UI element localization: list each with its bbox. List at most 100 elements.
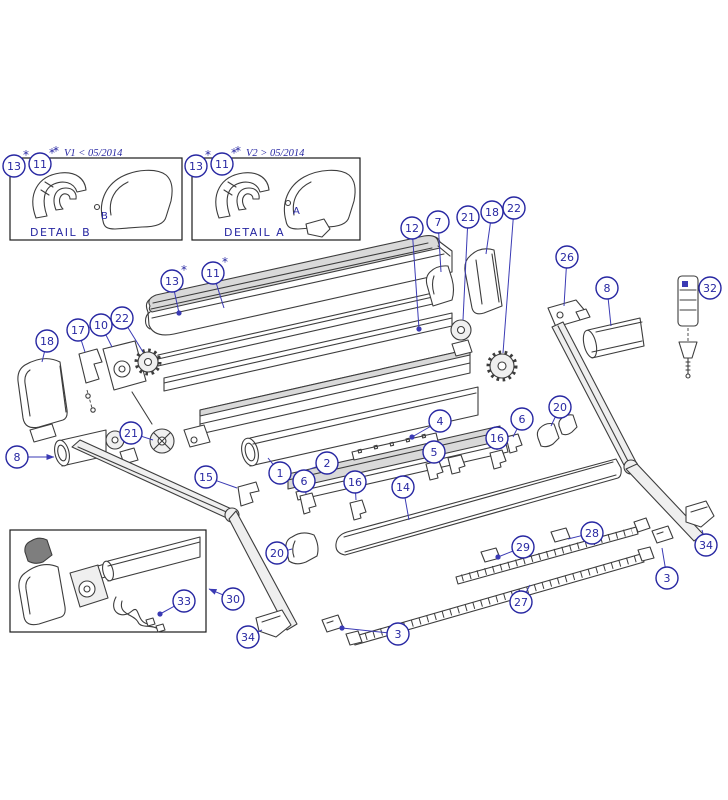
svg-text:5: 5 <box>431 446 438 459</box>
callout-2: 2 <box>309 451 339 475</box>
svg-text:*: * <box>231 146 237 160</box>
clip-6-right <box>505 433 523 454</box>
callout-14: 14 <box>391 475 415 521</box>
svg-text:34: 34 <box>699 539 713 552</box>
gear-21-right <box>450 319 473 357</box>
svg-text:16: 16 <box>348 476 362 489</box>
svg-text:8: 8 <box>14 451 21 464</box>
detail-b-star: * <box>53 144 59 158</box>
callout-11: 11* <box>28 146 55 176</box>
svg-text:26: 26 <box>560 251 574 264</box>
bracket-17 <box>78 348 103 413</box>
callout-1: 1 <box>267 457 292 485</box>
clip-16-right <box>489 449 507 470</box>
clip-16-left <box>349 499 367 521</box>
svg-text:11: 11 <box>206 267 220 280</box>
callout-3: 3 <box>655 547 679 590</box>
callout-32: 32 <box>698 276 722 300</box>
detail-a-endcap-drawing <box>283 169 356 238</box>
left-support-arm <box>71 439 298 638</box>
end-cover-18-left <box>17 358 68 443</box>
svg-text:6: 6 <box>519 413 526 426</box>
callout-15: 15 <box>194 465 238 489</box>
end-caps-20-right <box>536 414 578 448</box>
svg-text:17: 17 <box>71 324 85 337</box>
callout-11: 11* <box>201 255 228 309</box>
clip-5-a <box>425 460 444 481</box>
svg-text:4: 4 <box>437 415 444 428</box>
arm-foot-34-right <box>685 500 715 528</box>
callout-7: 7 <box>426 210 450 273</box>
cassette-assembly <box>144 235 509 501</box>
svg-text:*: * <box>49 146 55 160</box>
detail-a-small-bracket <box>305 218 331 238</box>
right-parts-cluster <box>425 248 518 382</box>
callout-18: 18 <box>480 200 504 255</box>
svg-text:34: 34 <box>241 631 255 644</box>
callout-3: 3 <box>339 622 410 646</box>
motor-box-dark-cap <box>24 537 53 564</box>
svg-text:18: 18 <box>40 335 54 348</box>
svg-text:18: 18 <box>485 206 499 219</box>
svg-text:32: 32 <box>703 282 717 295</box>
callout-33: 33 <box>157 589 196 617</box>
detail-box-a: DETAIL A * V2 > 05/2014 A <box>191 144 361 241</box>
motor-roller-tube <box>102 536 201 582</box>
callout-18: 18 <box>35 329 59 363</box>
clip-5-b <box>447 454 466 475</box>
svg-text:3: 3 <box>664 572 671 585</box>
clip-3-right <box>651 525 674 544</box>
fixing-clips <box>299 433 523 521</box>
callout-16: 16 <box>343 470 367 501</box>
motor-support-10 <box>102 340 147 391</box>
callout-16: 16 <box>485 426 509 450</box>
svg-text:*: * <box>205 148 211 162</box>
callout-10: 10 <box>89 313 113 348</box>
svg-text:10: 10 <box>94 319 108 332</box>
front-lead-rail-14 <box>335 458 622 556</box>
svg-text:11: 11 <box>215 158 229 171</box>
svg-text:12: 12 <box>405 222 419 235</box>
callout-8: 8 <box>5 445 55 469</box>
adapter-32-marker-dot <box>682 281 688 287</box>
detail-b-profile-drawing <box>32 172 87 219</box>
bracket-7 <box>425 265 455 307</box>
end-cap-20-left <box>285 532 319 565</box>
svg-text:20: 20 <box>270 547 284 560</box>
svg-text:8: 8 <box>604 282 611 295</box>
detail-b-endcap-drawing <box>93 169 173 230</box>
svg-text:13: 13 <box>189 160 203 173</box>
svg-text:30: 30 <box>226 593 240 606</box>
gear-wheel-22-left <box>134 348 162 376</box>
callout-12: 12 <box>400 216 424 332</box>
callout-4: 4 <box>409 409 452 440</box>
callout-26: 26 <box>555 245 579 307</box>
callout-17: 17 <box>66 318 90 353</box>
detail-a-star: * <box>235 144 241 158</box>
gear-21-bracket <box>149 424 211 454</box>
svg-text:21: 21 <box>124 427 138 440</box>
detail-a-profile-drawing <box>215 172 270 219</box>
svg-text:33: 33 <box>177 595 191 608</box>
svg-text:22: 22 <box>507 202 521 215</box>
svg-text:3: 3 <box>395 628 402 641</box>
svg-text:7: 7 <box>435 216 442 229</box>
arm-foot-34-left <box>255 609 292 638</box>
callout-13: 13* <box>184 148 211 178</box>
callout-13: 13* <box>2 148 29 178</box>
svg-text:13: 13 <box>165 275 179 288</box>
detail-a-frame <box>191 157 361 241</box>
callout-29: 29 <box>495 535 535 560</box>
callout-21: 21 <box>119 421 154 445</box>
callout-34: 34 <box>236 625 263 649</box>
svg-text:13: 13 <box>7 160 21 173</box>
detail-b-screw-ring <box>93 203 101 211</box>
svg-text:27: 27 <box>514 596 528 609</box>
callout-21: 21 <box>456 205 480 321</box>
callout-8: 8 <box>595 276 619 327</box>
svg-text:22: 22 <box>115 312 129 325</box>
callout-5: 5 <box>422 440 446 464</box>
callout-6: 6 <box>510 407 534 438</box>
